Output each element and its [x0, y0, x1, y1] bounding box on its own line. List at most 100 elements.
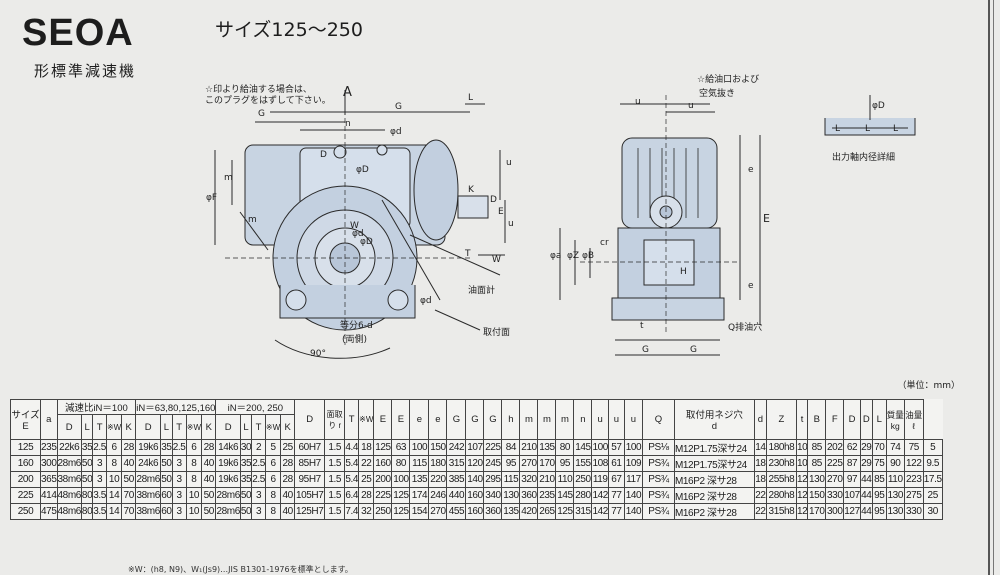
table-cell: 170 — [537, 455, 557, 472]
table-cell: 70 — [121, 487, 137, 504]
table-cell: 3 — [92, 471, 107, 488]
table-cell: 3 — [171, 487, 187, 504]
table-cell: 61 — [607, 455, 625, 472]
th-E: E — [373, 399, 393, 440]
table-cell: 225 — [373, 487, 393, 504]
table-cell: 95 — [555, 455, 575, 472]
table-cell: 12 — [795, 471, 809, 488]
table-cell: 10 — [185, 487, 203, 504]
th-g1-K: K — [121, 414, 137, 440]
th-group1: 減速比iN＝100 — [56, 399, 137, 415]
th-g2-K: K — [201, 414, 217, 440]
table-cell: 2.5 — [251, 455, 266, 472]
table-cell: 19k6 — [215, 471, 241, 488]
table-cell: 35 — [160, 439, 173, 456]
th-u2: u — [607, 399, 625, 440]
table-cell: 25 — [358, 471, 375, 488]
label-W1: W — [492, 255, 501, 265]
label-E: E — [763, 212, 770, 225]
th-G3: G — [483, 399, 503, 440]
table-cell: 63 — [391, 439, 411, 456]
label-phiB: φB — [582, 251, 594, 261]
th-Q: Q — [641, 399, 675, 440]
th-n: n — [573, 399, 593, 440]
table-cell: 18 — [753, 455, 767, 472]
table-cell: 29 — [859, 439, 873, 456]
input-shaft-housing — [413, 139, 459, 241]
table-cell: 150 — [807, 487, 827, 504]
table-cell: 130 — [885, 503, 905, 520]
label-D2: D — [320, 150, 327, 160]
th-G: G — [446, 399, 467, 440]
table-cell: 4.4 — [344, 439, 360, 456]
label-E1: E — [498, 207, 504, 217]
table-cell: 85H7 — [294, 455, 326, 472]
table-cell: 110 — [555, 471, 575, 488]
table-cell: 29 — [859, 455, 873, 472]
table-cell: 80 — [80, 487, 94, 504]
table-cell: 44 — [859, 487, 873, 504]
table-cell: 50 — [239, 487, 253, 504]
table-cell: 5 — [922, 439, 943, 456]
table-cell: 135 — [409, 471, 430, 488]
table-cell: M16P2 深サ28 — [673, 471, 755, 488]
table-cell: 330 — [825, 487, 845, 504]
th-g3-D1: D — [215, 414, 241, 440]
table-cell: 14 — [753, 439, 767, 456]
th-group2: iN＝63,80,125,160 — [135, 399, 217, 415]
table-cell: 28m6 — [215, 487, 241, 504]
table-cell: 108 — [591, 455, 609, 472]
th-d3: d — [753, 399, 767, 440]
table-cell: 100 — [409, 439, 430, 456]
table-cell: 40 — [121, 455, 137, 472]
table-cell: 3 — [92, 455, 107, 472]
table-cell: 300 — [825, 503, 845, 520]
table-cell: 70 — [121, 503, 137, 520]
table-cell: 8 — [264, 487, 282, 504]
table-cell: 35 — [239, 455, 253, 472]
table-cell: 85 — [807, 439, 827, 456]
label-L1: L — [468, 93, 473, 103]
table-cell: 6 — [185, 439, 203, 456]
table-cell: 100 — [591, 439, 609, 456]
table-cell: PS¾ — [641, 455, 675, 472]
label-H: H — [680, 267, 687, 277]
table-cell: 3 — [171, 471, 187, 488]
table-cell: 50 — [201, 487, 217, 504]
table-cell: 2 — [251, 439, 266, 456]
table-cell: 220 — [428, 471, 448, 488]
table-cell: 40 — [280, 503, 296, 520]
th-g3-K: K — [280, 414, 296, 440]
table-cell: 235 — [537, 487, 557, 504]
table-cell: 3 — [171, 455, 187, 472]
table-cell: 270 — [519, 455, 539, 472]
table-cell: 44 — [859, 503, 873, 520]
label-u: u — [635, 97, 641, 107]
table-cell: 3 — [171, 503, 187, 520]
th-a: a — [40, 399, 58, 440]
table-cell: 210 — [537, 471, 557, 488]
label-G1: G — [395, 102, 402, 112]
table-cell: 225 — [10, 487, 41, 504]
table-cell: 230h8 — [765, 455, 797, 472]
label-e2: e — [748, 281, 754, 291]
table-cell: 22k6 — [56, 439, 82, 456]
table-cell: 154 — [409, 503, 430, 520]
table-cell: 25 — [922, 487, 943, 504]
table-cell: 74 — [885, 439, 905, 456]
table-cell: 5.4 — [344, 455, 360, 472]
table-cell: 35 — [80, 439, 94, 456]
table-cell: 25 — [280, 439, 296, 456]
table-cell: 40 — [201, 471, 217, 488]
table-cell: 140 — [465, 471, 485, 488]
th-g3-T1: T — [251, 414, 266, 440]
th-m3: m — [555, 399, 575, 440]
table-cell: 62 — [843, 439, 861, 456]
table-cell: 125 — [555, 503, 575, 520]
th-T2: T — [344, 399, 360, 440]
table-cell: 245 — [483, 455, 503, 472]
table-cell: 10 — [185, 503, 203, 520]
table-cell: 109 — [623, 455, 643, 472]
table-cell: 28m6 — [56, 455, 82, 472]
